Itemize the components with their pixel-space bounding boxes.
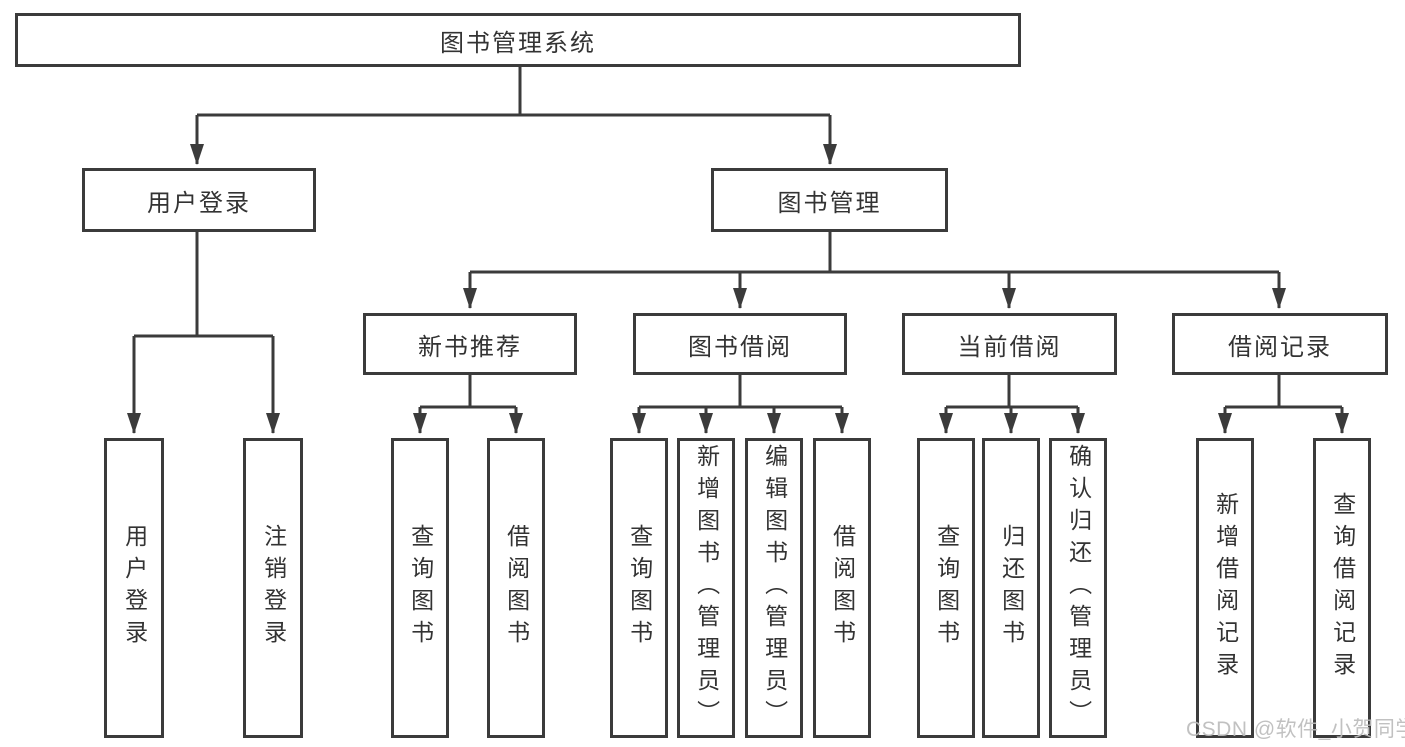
node-leaf-borrow-books: 借阅图书 bbox=[813, 438, 871, 738]
node-new-book-recommend: 新书推荐 bbox=[363, 313, 577, 375]
csdn-watermark: CSDN @软件_小贺同学 bbox=[1186, 718, 1405, 741]
node-leaf-logout: 注销登录 bbox=[243, 438, 303, 738]
node-root-system: 图书管理系统 bbox=[15, 13, 1021, 67]
node-book-management: 图书管理 bbox=[711, 168, 948, 232]
node-borrow-records: 借阅记录 bbox=[1172, 313, 1388, 375]
node-current-borrowing: 当前借阅 bbox=[902, 313, 1117, 375]
node-leaf-borrow-query-books: 查询图书 bbox=[610, 438, 668, 738]
node-leaf-add-books-admin: 新增图书（管理员） bbox=[677, 438, 735, 738]
node-leaf-recommend-borrow-books: 借阅图书 bbox=[487, 438, 545, 738]
node-leaf-edit-books-admin: 编辑图书（管理员） bbox=[745, 438, 803, 738]
node-leaf-return-books: 归还图书 bbox=[982, 438, 1040, 738]
node-leaf-recommend-query-books: 查询图书 bbox=[391, 438, 449, 738]
node-user-login: 用户登录 bbox=[82, 168, 316, 232]
node-leaf-current-query-books: 查询图书 bbox=[917, 438, 975, 738]
node-leaf-add-borrow-record: 新增借阅记录 bbox=[1196, 438, 1254, 738]
node-leaf-confirm-return-admin: 确认归还（管理员） bbox=[1049, 438, 1107, 738]
node-leaf-user-login: 用户登录 bbox=[104, 438, 164, 738]
node-book-borrowing: 图书借阅 bbox=[633, 313, 847, 375]
node-leaf-query-borrow-record: 查询借阅记录 bbox=[1313, 438, 1371, 738]
